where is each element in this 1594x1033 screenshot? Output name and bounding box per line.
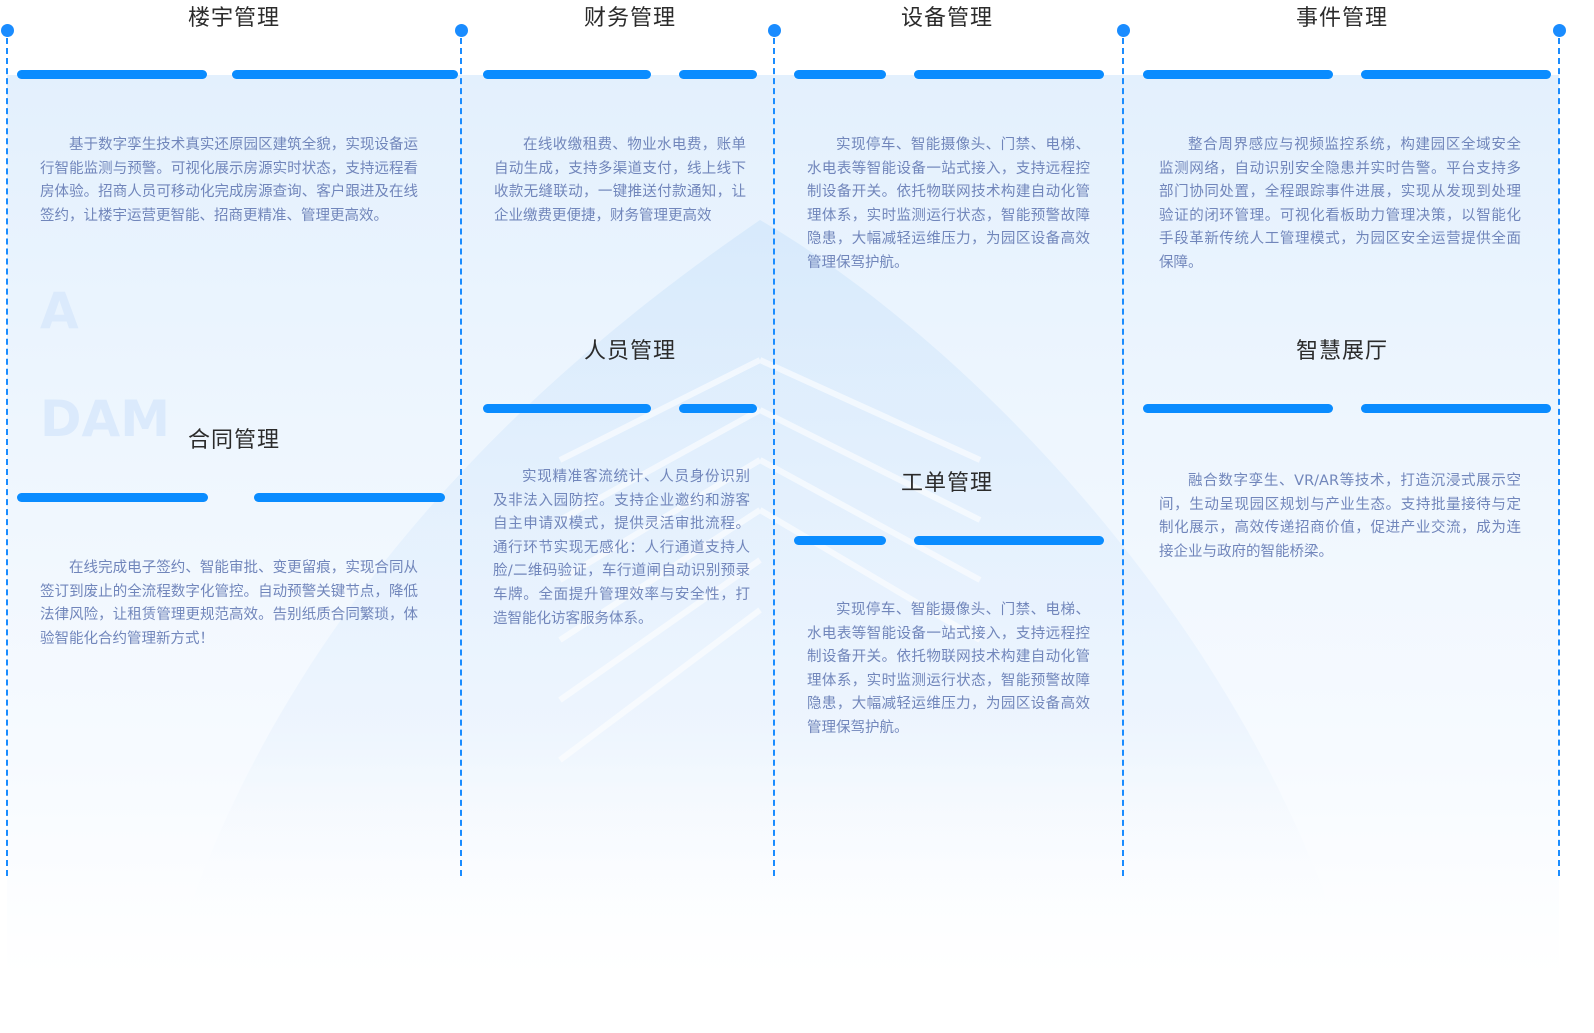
- accent-bar: [483, 404, 651, 413]
- divider-line: [460, 38, 462, 876]
- accent-bar: [1143, 70, 1333, 79]
- section-desc-building: 基于数字孪生技术真实还原园区建筑全貌，实现设备运行智能监测与预警。可视化展示房源…: [40, 137, 418, 224]
- section-desc-personnel: 实现精准客流统计、人员身份识别及非法入园防控。支持企业邀约和游客自主申请双模式，…: [493, 469, 750, 627]
- accent-bar: [679, 404, 757, 413]
- section-title-finance: 财务管理: [583, 6, 677, 31]
- accent-bar: [1361, 404, 1551, 413]
- divider-line: [6, 38, 8, 876]
- accent-bar: [483, 70, 651, 79]
- section-title-device: 设备管理: [900, 6, 994, 31]
- section-title-event: 事件管理: [1295, 6, 1389, 31]
- section-desc-showroom: 融合数字孪生、VR/AR等技术，打造沉浸式展示空间，生动呈现园区规划与产业生态。…: [1159, 473, 1521, 560]
- section-desc-workorder: 实现停车、智能摄像头、门禁、电梯、水电表等智能设备一站式接入，支持远程控制设备开…: [807, 602, 1090, 736]
- section-desc-contract: 在线完成电子签约、智能审批、变更留痕，实现合同从签订到废止的全流程数字化管控。自…: [40, 560, 418, 647]
- section-desc-event: 整合周界感应与视频监控系统，构建园区全域安全监测网络，自动识别安全隐患并实时告警…: [1159, 137, 1521, 271]
- timeline-dot: [768, 24, 781, 37]
- accent-bar: [914, 70, 1104, 79]
- timeline-dot: [1, 24, 14, 37]
- watermark-text: DAM: [40, 390, 170, 448]
- accent-bar: [794, 536, 886, 545]
- accent-bar: [232, 70, 458, 79]
- watermark-letter: A: [40, 282, 79, 340]
- divider-line: [1122, 38, 1124, 876]
- accent-bar: [1361, 70, 1551, 79]
- section-desc-device: 实现停车、智能摄像头、门禁、电梯、水电表等智能设备一站式接入，支持远程控制设备开…: [807, 137, 1090, 271]
- accent-bar: [17, 493, 208, 502]
- accent-bar: [254, 493, 445, 502]
- section-title-personnel: 人员管理: [583, 339, 677, 364]
- section-title-contract: 合同管理: [187, 428, 281, 453]
- accent-bar: [1143, 404, 1333, 413]
- accent-bar: [794, 70, 886, 79]
- divider-line: [1558, 38, 1560, 876]
- divider-line: [773, 38, 775, 876]
- timeline-dot: [455, 24, 468, 37]
- accent-bar: [17, 70, 207, 79]
- section-desc-finance: 在线收缴租费、物业水电费，账单自动生成，支持多渠道支付，线上线下收款无缝联动，一…: [494, 137, 746, 224]
- section-title-showroom: 智慧展厅: [1295, 339, 1389, 364]
- section-title-workorder: 工单管理: [900, 471, 994, 496]
- timeline-dot: [1553, 24, 1566, 37]
- accent-bar: [914, 536, 1104, 545]
- section-title-building: 楼宇管理: [187, 6, 281, 31]
- accent-bar: [679, 70, 757, 79]
- timeline-dot: [1117, 24, 1130, 37]
